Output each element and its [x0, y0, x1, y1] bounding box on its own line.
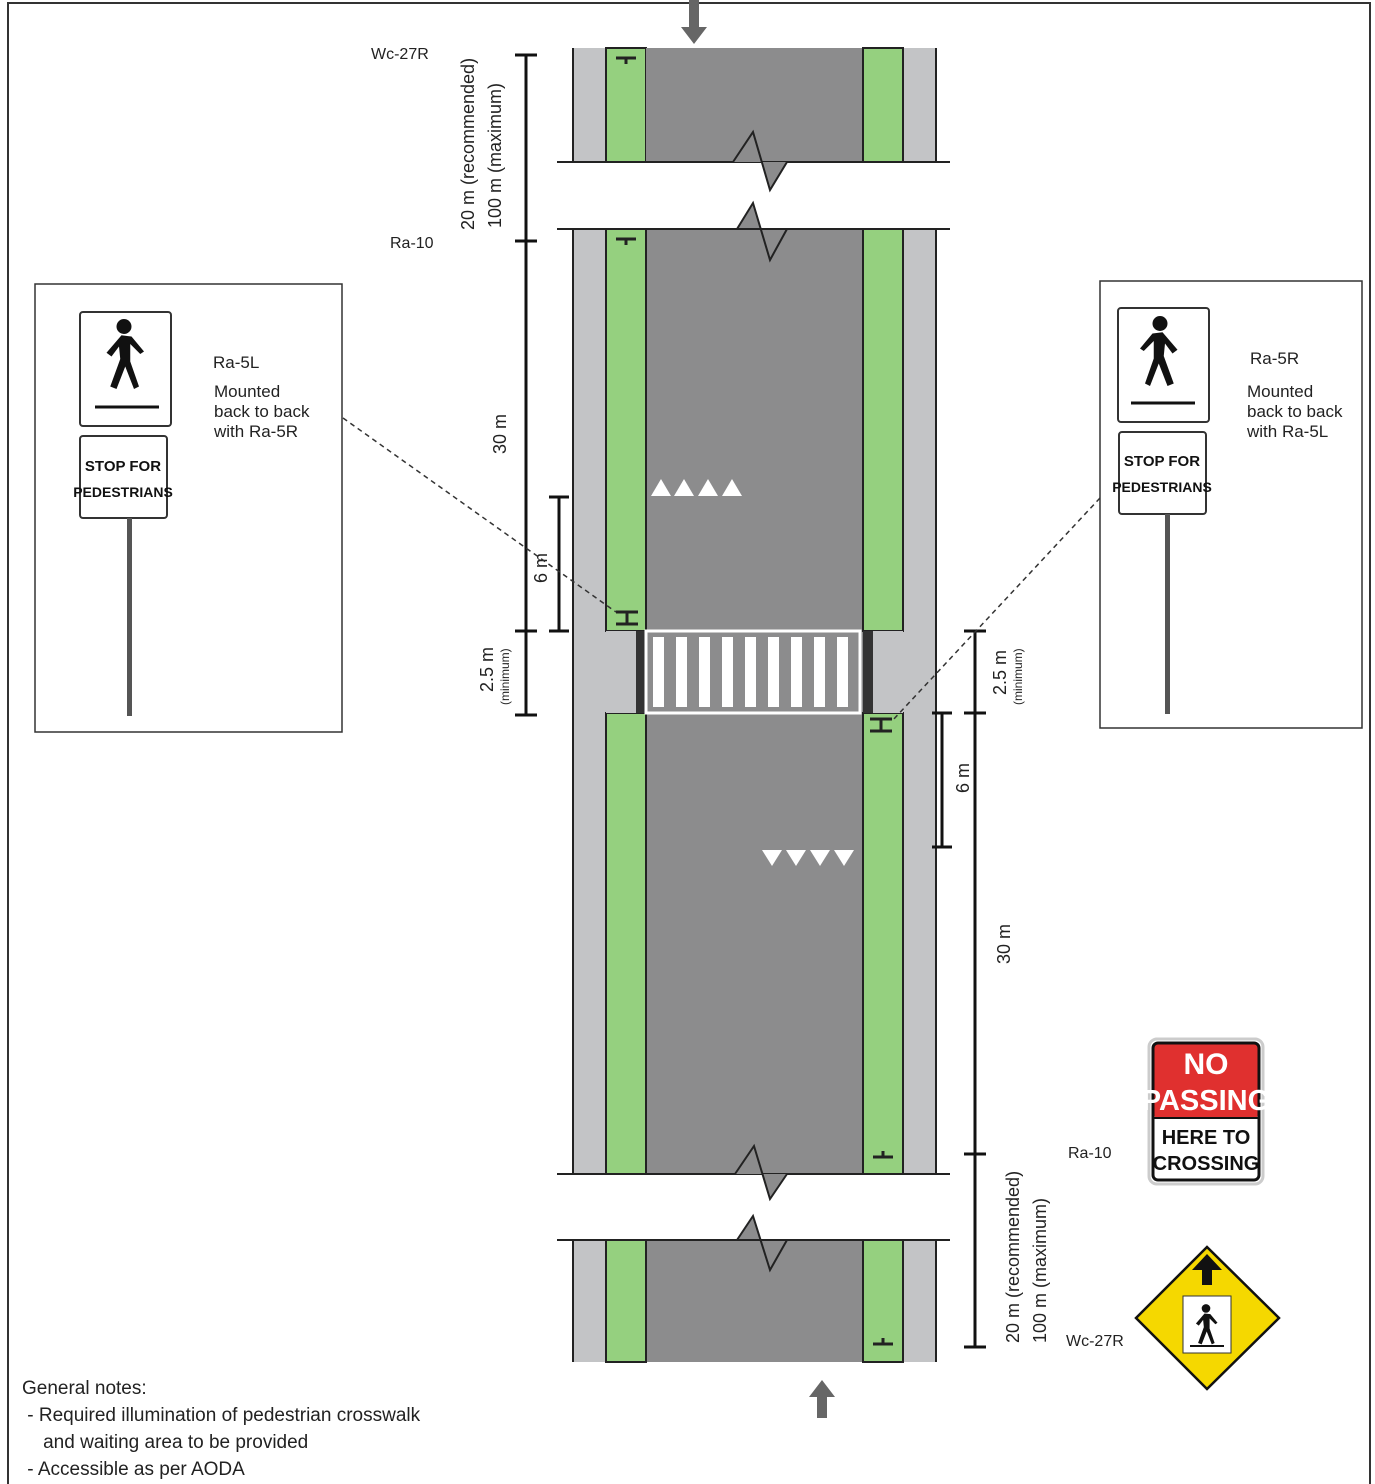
right-note-line1: Mounted [1247, 382, 1313, 401]
dim-20m-bottom: 20 m (recommended) [1003, 1171, 1023, 1343]
dim-100m-top: 100 m (maximum) [485, 83, 505, 228]
dim-2-5m-left: 2.5 m [477, 647, 497, 692]
note-line-3: - Accessible as per AODA [22, 1459, 245, 1480]
left-sign-panel: STOP FOR PEDESTRIANS Ra-5L Mounted back … [34, 283, 343, 733]
dim-30m-right: 30 m [994, 924, 1014, 964]
sign-post-markers [616, 56, 893, 1346]
dimension-labels: 20 m (recommended) 100 m (maximum) 30 m … [458, 58, 1050, 1343]
dim-30m-left: 30 m [490, 414, 510, 454]
bike-lane-left-lower [605, 712, 647, 1175]
direction-arrows [681, 0, 835, 1418]
right-panel-code: Ra-5R [1250, 349, 1299, 368]
arrow-up-icon [809, 1380, 835, 1418]
ra5l-sign-board [79, 311, 172, 427]
label-wc27r-bottom: Wc-27R [1066, 1333, 1124, 1350]
tab-right-line2: PEDESTRIANS [1112, 479, 1212, 495]
left-note-line1: Mounted [214, 382, 280, 401]
right-note-line2: back to back [1247, 402, 1343, 421]
general-notes: General notes: - Required illumination o… [22, 1375, 582, 1483]
dimension-lines [515, 53, 986, 1349]
note-line-1: - Required illumination of pedestrian cr… [22, 1405, 421, 1426]
stop-for-pedestrians-tab-left [79, 435, 168, 519]
no-passing-line2: PASSING [1142, 1085, 1270, 1117]
bike-lane-right-lower [862, 712, 904, 1175]
dim-100m-bottom: 100 m (maximum) [1030, 1198, 1050, 1343]
label-wc27r-top: Wc-27R [371, 46, 429, 63]
stop-for-pedestrians-tab-right [1118, 431, 1207, 515]
crosswalk [644, 629, 862, 715]
label-ra10-top: Ra-10 [390, 235, 434, 252]
arrow-up-icon [1192, 1254, 1222, 1285]
left-panel-code: Ra-5L [213, 353, 259, 372]
tab-left-line1: STOP FOR [85, 458, 161, 475]
right-sign-panel: STOP FOR PEDESTRIANS Ra-5R Mounted back … [1099, 280, 1363, 729]
dim-6m-left: 6 m [531, 553, 551, 583]
bike-lane-left-top [605, 47, 647, 163]
pedestrian-ahead-warning-sign [1132, 1243, 1283, 1393]
notes-heading: General notes: [22, 1378, 147, 1399]
left-note-line3: with Ra-5R [213, 422, 298, 441]
no-passing-line1: NO [1184, 1048, 1229, 1081]
sign-code-labels: Wc-27R Ra-10 Ra-10 Wc-27R [371, 46, 1124, 1350]
no-passing-sign: NO PASSING HERE TO CROSSING [1142, 1037, 1270, 1186]
right-note-line3: with Ra-5L [1246, 422, 1328, 441]
arrow-down-icon [681, 0, 707, 44]
no-passing-line4: CROSSING [1153, 1153, 1260, 1175]
roadway-bottom [646, 1240, 863, 1362]
dim-2-5m-right: 2.5 m [990, 650, 1010, 695]
dim-6m-right: 6 m [953, 763, 973, 793]
road [550, 47, 960, 1363]
dim-20m-top: 20 m (recommended) [458, 58, 478, 230]
yield-line-northbound [651, 479, 742, 496]
sign-post-right [1165, 514, 1170, 714]
dim-minimum-right: (minimum) [1011, 648, 1025, 705]
leader-lines [342, 417, 1101, 722]
bike-lane-right-top [862, 47, 904, 163]
bike-lane-right-upper [862, 228, 904, 632]
bike-lane-left-bottom [605, 1239, 647, 1363]
tab-left-line2: PEDESTRIANS [73, 484, 173, 500]
no-passing-line3: HERE TO [1162, 1127, 1251, 1149]
left-note-line2: back to back [214, 402, 310, 421]
note-line-2: and waiting area to be provided [22, 1432, 309, 1453]
sign-post-left [127, 518, 132, 716]
yield-line-southbound [762, 850, 854, 866]
label-ra10-bottom: Ra-10 [1068, 1145, 1112, 1162]
dim-minimum-left: (minimum) [498, 648, 512, 705]
bike-lane-left-upper [605, 228, 647, 632]
tab-right-line1: STOP FOR [1124, 453, 1200, 470]
